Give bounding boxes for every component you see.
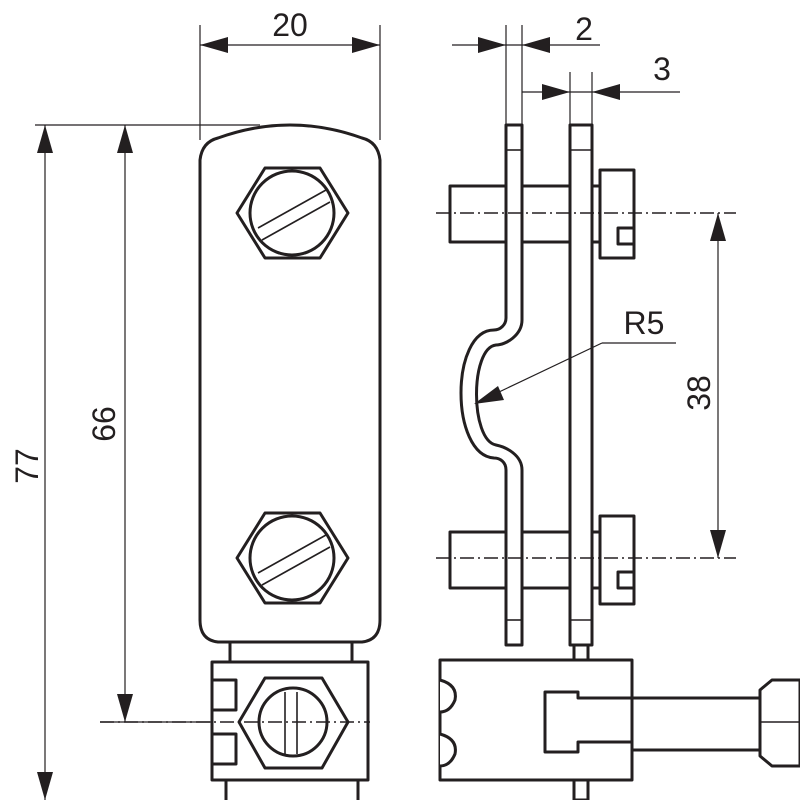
dimension-bolt-spacing: 38 xyxy=(681,213,726,558)
dimension-overall-height: 77 xyxy=(9,124,260,800)
front-base-lip xyxy=(224,780,360,800)
front-lower-bolt xyxy=(235,511,350,605)
side-clamp-jaw xyxy=(543,690,634,754)
front-clamp-notch-bottom xyxy=(210,732,238,766)
dimension-tab-thickness: 2 xyxy=(452,11,600,125)
dimension-hole-spacing: 66 xyxy=(86,125,212,723)
side-bent-strap xyxy=(459,123,524,647)
side-back-plate xyxy=(568,123,594,647)
dimension-width: 20 xyxy=(199,7,381,140)
dimension-bolt-spacing-label: 38 xyxy=(681,375,717,411)
front-upper-bolt xyxy=(235,166,350,260)
front-neck xyxy=(228,642,354,662)
dimension-bend-radius: R5 xyxy=(474,305,676,404)
side-lower-nut xyxy=(598,514,636,606)
front-strap xyxy=(198,123,382,644)
dimension-gap: 3 xyxy=(522,51,680,125)
dimension-tab-thickness-label: 2 xyxy=(575,11,593,47)
dimension-width-label: 20 xyxy=(272,7,308,43)
side-clamp-screw-shank xyxy=(630,696,762,752)
side-view xyxy=(436,123,800,800)
front-clamp-notch-top xyxy=(210,678,238,712)
dimension-hole-spacing-label: 66 xyxy=(86,406,122,442)
dimension-gap-label: 3 xyxy=(653,51,671,87)
front-view xyxy=(100,123,382,800)
dimension-bend-radius-label: R5 xyxy=(624,305,665,341)
dimension-overall-height-label: 77 xyxy=(9,448,45,484)
side-clamp-screw-hex xyxy=(758,678,800,768)
